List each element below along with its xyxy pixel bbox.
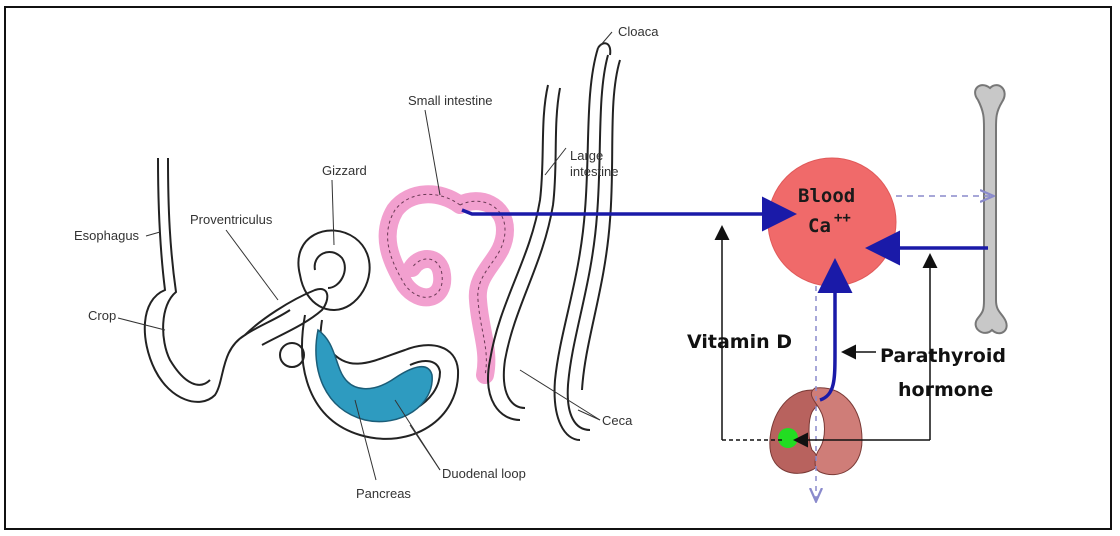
label-hormone: hormone	[898, 379, 993, 401]
label-parathyroid: Parathyroid	[880, 345, 1006, 367]
label-large-intestine-2: intestine	[570, 164, 618, 179]
label-proventriculus: Proventriculus	[190, 212, 273, 227]
label-blood: Blood	[798, 185, 855, 207]
green-spot	[778, 428, 798, 448]
bone-shape	[975, 85, 1007, 333]
label-ceca: Ceca	[602, 413, 633, 428]
label-cloaca: Cloaca	[618, 24, 659, 39]
label-duodenal-loop: Duodenal loop	[442, 466, 526, 481]
label-esophagus: Esophagus	[74, 228, 140, 243]
label-gizzard: Gizzard	[322, 163, 367, 178]
pancreas-shape	[316, 330, 432, 422]
label-ca-charge: ++	[834, 210, 851, 226]
label-large-intestine-1: Large	[570, 148, 603, 163]
label-vitamin-d: Vitamin D	[687, 331, 792, 353]
label-small-intestine: Small intestine	[408, 93, 493, 108]
label-crop: Crop	[88, 308, 116, 323]
blood-calcium-circle	[768, 158, 896, 286]
label-ca: Ca	[808, 215, 831, 237]
esophagus-crop-shape	[145, 158, 290, 402]
label-pancreas: Pancreas	[356, 486, 411, 501]
